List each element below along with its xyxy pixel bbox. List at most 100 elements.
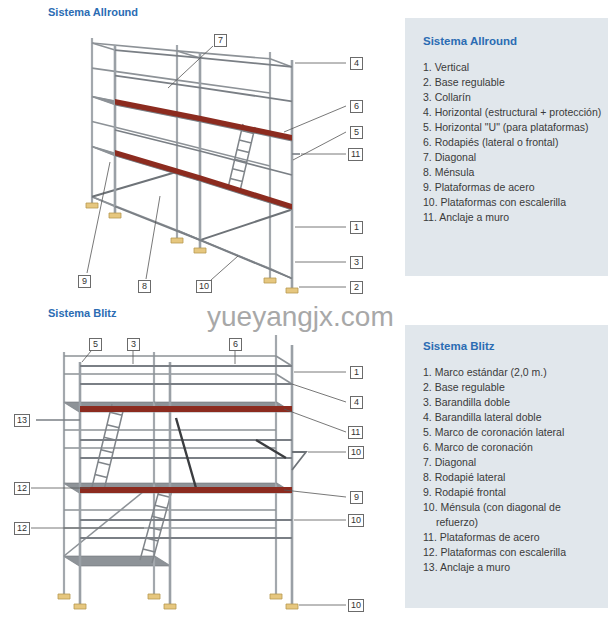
- callout-box: 1: [350, 366, 363, 379]
- toe-board: [80, 406, 292, 493]
- callout-number: 2: [353, 282, 360, 293]
- list-item: 12. Plataformas con escalerilla: [423, 545, 602, 560]
- blitz-scaffold: [31, 335, 346, 609]
- front-rails: [115, 50, 292, 278]
- legend-panel: Sistema Allround 1. Vertical2. Base regul…: [405, 18, 608, 276]
- callout-box: 9: [78, 275, 91, 288]
- list-item: 10. Ménsula (con diagonal de refuerzo): [423, 500, 602, 530]
- callout-number: 8: [141, 281, 148, 292]
- list-item: 9. Rodapié frontal: [423, 485, 602, 500]
- ledgers: [64, 356, 292, 566]
- callout-number: 3: [130, 339, 137, 350]
- callout-box: 6: [350, 100, 363, 113]
- allround-scaffold: [86, 38, 346, 293]
- callout-box: 10: [348, 446, 364, 459]
- callout-box: 13: [14, 414, 30, 427]
- leader-line: [31, 351, 346, 605]
- wall-anchor: [36, 419, 80, 421]
- callout-box: 4: [350, 396, 363, 409]
- legend-panel: Sistema Blitz 1. Marco estándar (2,0 m.)2…: [405, 325, 608, 608]
- dark-diagonal: [176, 418, 286, 488]
- callout-number: 10: [199, 281, 209, 292]
- section-title: Sistema Blitz: [48, 307, 116, 320]
- callout-box: 8: [138, 280, 151, 293]
- front-rails: [80, 366, 292, 538]
- ladder: [92, 404, 172, 563]
- callout-number: 5: [353, 127, 360, 138]
- callout-box: 4: [350, 57, 363, 70]
- base-plate: [86, 203, 298, 293]
- callout-number: 6: [353, 101, 360, 112]
- list-item: 8. Rodapié lateral: [423, 470, 602, 485]
- callout-number: 10: [351, 600, 361, 611]
- callout-number: 7: [217, 35, 224, 46]
- callout-box: 6: [229, 338, 242, 351]
- callout-number: 6: [232, 339, 239, 350]
- list-item: 11. Plataformas de acero: [423, 530, 602, 545]
- list-item: 13. Anclaje a muro: [423, 560, 602, 575]
- ledgers: [92, 43, 292, 279]
- list-item: 1. Vertical: [423, 60, 602, 75]
- callout-number: 1: [353, 367, 360, 378]
- list-item: 6. Marco de coronación: [423, 440, 602, 455]
- callout-number: 3: [353, 257, 360, 268]
- platform: [64, 402, 292, 566]
- callout-box: 2: [350, 281, 363, 294]
- back-verticals: [92, 38, 270, 280]
- leader-line: [87, 46, 346, 287]
- list-item: 5. Marco de coronación lateral: [423, 425, 602, 440]
- panel-heading: Sistema Allround: [423, 34, 602, 48]
- callout-number: 9: [353, 492, 360, 503]
- list-item: 3. Barandilla doble: [423, 395, 602, 410]
- callout-box: 3: [127, 338, 140, 351]
- front-verticals: [80, 345, 292, 606]
- list-item: 11. Anclaje a muro: [423, 210, 602, 225]
- list-item: 1. Marco estándar (2,0 m.): [423, 365, 602, 380]
- list-item: 6. Rodapiés (lateral o frontal): [423, 135, 602, 150]
- callout-number: 9: [81, 276, 88, 287]
- callout-number: 12: [17, 523, 27, 534]
- callout-number: 5: [92, 339, 99, 350]
- list-item: 3. Collarín: [423, 90, 602, 105]
- callout-box: 10: [196, 280, 212, 293]
- diagonal: [92, 172, 292, 240]
- list-item: 5. Horizontal "U" (para plataformas): [423, 120, 602, 135]
- bracket: [292, 452, 306, 470]
- list-item: 7. Diagonal: [423, 455, 602, 470]
- callout-box: 3: [350, 256, 363, 269]
- list-item: 8. Ménsula: [423, 165, 602, 180]
- callout-number: 13: [17, 415, 27, 426]
- callout-box: 5: [89, 338, 102, 351]
- callout-box: 12: [14, 482, 30, 495]
- callout-number: 10: [351, 447, 361, 458]
- list-item: 2. Base regulable: [423, 380, 602, 395]
- ladder: [228, 124, 255, 191]
- list-item: 4. Barandilla lateral doble: [423, 410, 602, 425]
- watermark: yueyangjx.com: [207, 301, 394, 333]
- callout-number: 4: [353, 397, 360, 408]
- callout-box: 1: [350, 221, 363, 234]
- callout-number: 4: [353, 58, 360, 69]
- toe-board: [115, 99, 292, 210]
- list-item: 10. Plataformas con escalerilla: [423, 195, 602, 210]
- callout-box: 11: [348, 148, 363, 161]
- callout-number: 11: [351, 427, 360, 438]
- callout-box: 12: [14, 522, 30, 535]
- platform: [92, 97, 292, 279]
- list-item: 4. Horizontal (estructural + protección): [423, 105, 602, 120]
- list-item: 9. Plataformas de acero: [423, 180, 602, 195]
- callout-number: 1: [353, 222, 360, 233]
- list-item: 2. Base regulable: [423, 75, 602, 90]
- callout-number: 12: [17, 483, 27, 494]
- callout-number: 11: [351, 149, 360, 160]
- list-item: 7. Diagonal: [423, 150, 602, 165]
- callout-box: 5: [350, 126, 363, 139]
- callout-number: 10: [351, 515, 361, 526]
- callout-box: 11: [348, 426, 363, 439]
- panel-heading: Sistema Blitz: [423, 339, 602, 353]
- callout-box: 7: [214, 34, 227, 47]
- callout-box: 9: [350, 491, 363, 504]
- section-title: Sistema Allround: [48, 6, 138, 19]
- wall-anchor: [292, 153, 300, 155]
